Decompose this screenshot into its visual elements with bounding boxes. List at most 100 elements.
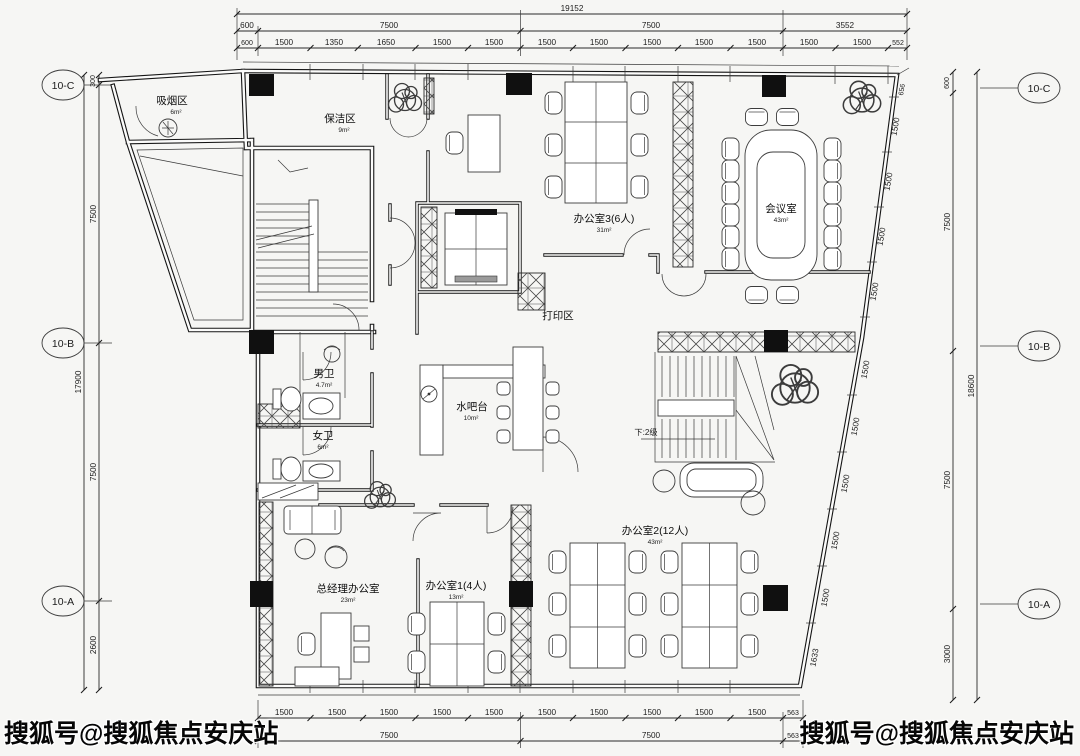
- dim-bottom: 1500: [538, 708, 557, 717]
- dim-bottom: 563: [787, 733, 799, 740]
- dim-ticks-left: [80, 71, 103, 694]
- dim-ticks-top: [233, 10, 911, 52]
- smoking-fixture: [158, 118, 178, 138]
- dimension-chain-bottom: 1500 1500 1500 1500 1500 1500 1500 1500 …: [254, 700, 807, 748]
- dim-bottom: 1500: [380, 708, 399, 717]
- room-area-waterbar: 10m²: [464, 415, 480, 422]
- dim-top: 7500: [642, 21, 661, 30]
- dim-bottom: 7500: [642, 731, 661, 740]
- dim-bottom: 1500: [643, 708, 662, 717]
- room-label-office2: 办公室2(12人): [622, 524, 689, 537]
- grid-bubble-10C-left: 10-C: [52, 80, 75, 92]
- grid-bubble-10C-right: 10-C: [1028, 83, 1051, 95]
- grid-bubble-10A-left: 10-A: [52, 596, 74, 608]
- dim-top: 1500: [853, 38, 872, 47]
- office2-furniture: [548, 542, 759, 669]
- dim-top: 1500: [748, 38, 767, 47]
- room-area-cleaning: 9m²: [338, 127, 350, 134]
- dim-bottom: 1500: [328, 708, 347, 717]
- dim-bottom: 7500: [380, 731, 399, 740]
- dim-left: 7500: [89, 204, 98, 223]
- dim-wall: 656: [898, 83, 907, 96]
- dim-top: 1500: [433, 38, 452, 47]
- dim-top: 1350: [325, 38, 344, 47]
- room-area-office3: 31m²: [597, 227, 613, 234]
- office1-furniture: [407, 601, 506, 687]
- dim-top: 1500: [275, 38, 294, 47]
- meeting-room-furniture: [721, 108, 842, 304]
- dimension-chain-top: 19152 600 7500 7500 3552 600 1500 1350 1…: [233, 4, 911, 60]
- water-bar-furniture: [419, 346, 560, 456]
- dim-top: 1500: [590, 38, 609, 47]
- room-label-office3: 办公室3(6人): [574, 212, 635, 225]
- dim-bottom: 1500: [485, 708, 504, 717]
- room-area-meeting: 43m²: [774, 217, 790, 224]
- dim-top: 600: [240, 21, 254, 30]
- stair-treads: [661, 356, 735, 458]
- grid-bubble-10A-right: 10-A: [1028, 599, 1050, 611]
- dim-top: 600: [241, 40, 253, 47]
- dim-bottom: 1500: [275, 708, 294, 717]
- dim-ticks-bottom: [254, 714, 807, 745]
- gm-office-furniture: [257, 482, 370, 687]
- dim-wall: 1500: [850, 416, 862, 436]
- dim-wall: 1500: [820, 587, 832, 607]
- dim-wall: 1500: [869, 281, 881, 301]
- room-labels: 吸烟区 6m² 保洁区 9m² 办公室3(6人) 31m² 会议室 43m² 打…: [156, 94, 797, 604]
- dimension-chain-right: 600 7500 7500 3000 18600 10-C 10-B 10-A: [943, 68, 1061, 704]
- dim-top: 1500: [485, 38, 504, 47]
- room-label-gm: 总经理办公室: [317, 582, 380, 595]
- grid-bubbles-left: 10-C 10-B 10-A: [41, 69, 112, 617]
- dim-top: 1500: [695, 38, 714, 47]
- right-wall-dims: 656 1500 1500 1500 1500 1500 1500 1500 1…: [809, 83, 907, 667]
- stairwell-1: [255, 159, 368, 317]
- dim-wall: 1500: [883, 171, 895, 191]
- structural-columns: [249, 73, 788, 611]
- outer-walls: [97, 61, 910, 696]
- room-area-office2: 43m²: [648, 539, 664, 546]
- room-label-office1: 办公室1(4人): [426, 579, 487, 592]
- dim-bottom: 1500: [748, 708, 767, 717]
- elevator-counterweight: [454, 275, 498, 283]
- dim-wall: 1500: [876, 226, 888, 246]
- dim-top: 1500: [800, 38, 819, 47]
- dim-top: 1500: [538, 38, 557, 47]
- dim-right-total: 18600: [967, 374, 976, 397]
- door-swings: [135, 105, 707, 542]
- dim-left: 2600: [89, 635, 98, 654]
- dim-left: 7500: [89, 462, 98, 481]
- stair-down-note: 下:2级: [634, 427, 657, 437]
- elevator: [444, 209, 508, 286]
- grid-bubble-10B-right: 10-B: [1028, 341, 1050, 353]
- dim-right: 3000: [943, 644, 952, 663]
- plant-icon: [770, 363, 820, 406]
- dim-left-total: 17900: [74, 370, 83, 393]
- dim-bottom: 1500: [433, 708, 452, 717]
- dim-bottom: 1500: [695, 708, 714, 717]
- room-label-print: 打印区: [542, 309, 574, 322]
- office3-furniture: [445, 81, 649, 204]
- dim-top: 3552: [836, 21, 855, 30]
- grid-bubble-10B-left: 10-B: [52, 338, 74, 350]
- room-label-cleaning: 保洁区: [324, 112, 356, 125]
- dim-wall: 1500: [860, 359, 872, 379]
- dim-top-total: 19152: [561, 4, 584, 13]
- dim-ticks-right: [949, 68, 981, 704]
- balcony-terrace: [136, 147, 244, 321]
- dim-left: 300: [90, 75, 97, 87]
- room-label-women-wc: 女卫: [313, 429, 334, 442]
- dimension-chain-left: 300 7500 7500 2600 17900 10-C 10-B 10-A: [41, 69, 112, 694]
- dim-top: 552: [892, 40, 904, 47]
- dim-wall: 1500: [840, 473, 852, 493]
- room-area-smoking: 6m²: [170, 109, 182, 116]
- dim-top: 1500: [643, 38, 662, 47]
- toilet-fixtures: [272, 345, 341, 482]
- dim-wall: 1500: [890, 116, 902, 136]
- dim-right: 7500: [943, 470, 952, 489]
- room-label-waterbar: 水吧台: [456, 400, 488, 413]
- dim-right: 7500: [943, 212, 952, 231]
- watermark-left: 搜狐号@搜狐焦点安庆站: [4, 720, 279, 748]
- dim-bottom: 563: [787, 710, 799, 717]
